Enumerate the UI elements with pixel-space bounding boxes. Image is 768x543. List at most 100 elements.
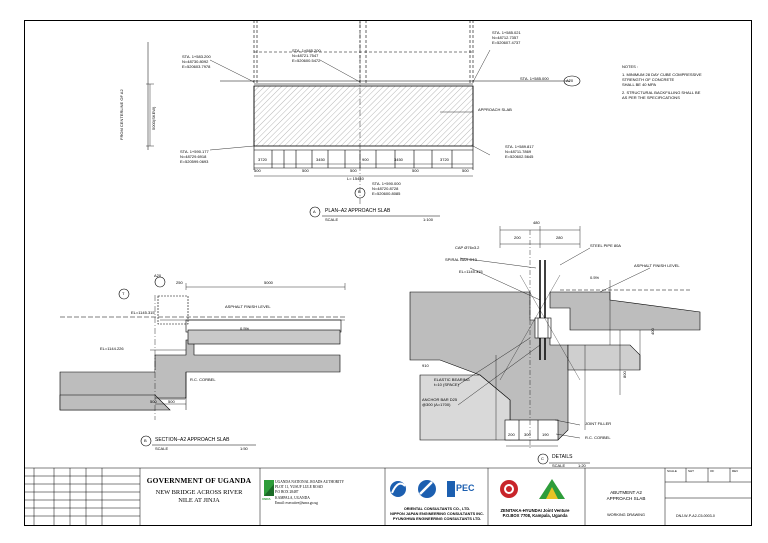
consultants-block: ORIENTAL CONSULTANTS CO., LTD. NIPPON JA… — [390, 507, 484, 521]
detail-pct: 0.5% — [590, 275, 600, 280]
plan-drawing — [146, 20, 581, 218]
pec-logo — [447, 481, 455, 497]
notes-heading: NOTES : — [622, 64, 639, 69]
plan-dim-lower: 500 — [302, 168, 309, 173]
rev-label: REV — [732, 469, 739, 473]
authority-block: UGANDA NATIONAL ROADS AUTHORITY PLOT 11,… — [275, 480, 345, 505]
plan-dim-lower: 500 — [462, 168, 469, 173]
pec-logo-text: PEC — [456, 483, 475, 493]
drawing-number: DNJ-W-P-A2-C5-0003-0 — [676, 514, 715, 518]
detail-dim-sub: 280 — [556, 235, 563, 240]
rev-label: SHT — [688, 469, 694, 473]
plan-approach-slab-label: APPROACH SLAB — [478, 107, 512, 112]
detail-cap: CAP Ø76x3.2 — [455, 245, 480, 250]
drawing-status: WORKING DRAWING — [607, 513, 645, 517]
detail-title-marker: C — [541, 456, 544, 461]
zenitaka-logo — [500, 480, 518, 498]
section-dim-bottom: 500 — [168, 399, 175, 404]
drawing-frame — [24, 20, 752, 526]
detail-dim-top: 480 — [533, 220, 540, 225]
detail-drawing — [409, 226, 701, 465]
detail-scale: SCALE — [552, 463, 566, 468]
detail-dim-right2: 800 — [622, 371, 627, 378]
plan-dim-upper: 3450 — [316, 157, 325, 162]
plan-title: PLAN–A2 APPROACH SLAB — [325, 208, 391, 214]
detail-dim-sub: 200 — [514, 235, 521, 240]
notes-item: STRENGTH OF CONCRETE — [622, 77, 675, 82]
contractor-block: ZENITAKA-HYUNDAI Joint Venture P.O.BOX 7… — [500, 508, 570, 519]
unra-logo-text: UNRA — [262, 497, 271, 501]
detail-dim-bottom: 190 — [542, 432, 549, 437]
plan-vertical-label: FROM CENTERLINE OF A2 — [119, 89, 124, 140]
section-slope: 0.5% — [240, 326, 250, 331]
notes-item: AS PER THE SPECIFICATIONS — [622, 95, 680, 100]
section-title-marker: B — [144, 438, 147, 443]
detail-steel-pipe: STEEL PIPE 80A — [590, 243, 621, 248]
title-block-grid — [24, 467, 752, 526]
plan-dim-upper: 3720 — [440, 157, 449, 162]
drawing-title: ABUTMENT A2 APPROACH SLAB — [606, 490, 646, 501]
detail-title: DETAILS — [552, 454, 573, 460]
plan-title-marker: A — [313, 209, 316, 214]
plan-b-marker: B — [358, 189, 361, 194]
detail-dim-bottom: 200 — [508, 432, 515, 437]
plan-dim-lower: 500 — [254, 168, 261, 173]
detail-dim-bottom: 300 — [524, 432, 531, 437]
notes-item: SHALL BE 40 MPA — [622, 82, 657, 87]
section-dim-bottom: 500 — [150, 399, 157, 404]
rev-label: SCALE — [667, 469, 677, 473]
notes-block: NOTES : 1. MINIMUM 28 DAY CUBE COMPRESSI… — [622, 64, 702, 100]
section-dim-left: 250 — [176, 280, 183, 285]
detail-anchor: ANCHOR BAR D25@300 (A=1700) — [422, 397, 458, 407]
detail-joint-filler: JOINT FILLER — [585, 421, 612, 426]
section-el-top: EL=1145.315 — [131, 310, 155, 315]
rev-label: OF — [710, 469, 715, 473]
plan-vertical-dim: 5000(SKEW) — [151, 106, 156, 130]
plan-dim-upper: 3720 — [258, 157, 267, 162]
project-name: NEW BRIDGE ACROSS RIVER NILE AT JINJA — [155, 489, 243, 504]
section-dim-top: 5000 — [264, 280, 273, 285]
section-asphalt-label: ASPHALT FINISH LEVEL — [225, 304, 271, 309]
section-title: SECTION–A2 APPROACH SLAB — [155, 437, 230, 443]
plan-dim-upper: 3450 — [394, 157, 403, 162]
section-rc-corbel: R.C. CORBEL — [190, 377, 216, 382]
section-scale-value: 1:50 — [240, 446, 248, 451]
plan-dim-lower: 500 — [412, 168, 419, 173]
detail-scale-value: 1:20 — [578, 463, 586, 468]
hyundai-logo — [539, 479, 565, 499]
plan-dim-lower: 500 — [350, 168, 357, 173]
detail-el-top: EL=1145.315 — [459, 269, 483, 274]
gov-title: GOVERNMENT OF UGANDA — [146, 476, 252, 485]
detail-dim-right: 400 — [650, 328, 655, 335]
detail-dim-left: 910 — [422, 363, 429, 368]
section-scale: SCALE — [155, 446, 169, 451]
section-drawing — [59, 276, 346, 447]
plan-scale: SCALE — [325, 217, 339, 222]
notes-item: 2. STRUCTURAL BACKFILLING SHALL BE — [622, 90, 701, 95]
section-t-mark: T — [122, 291, 125, 296]
plan-dim-upper: 900 — [362, 157, 369, 162]
unra-logo — [264, 480, 274, 496]
nippon-koei-logo — [418, 480, 436, 498]
plan-scale-value: 1:100 — [423, 217, 434, 222]
section-axis-mark: A20 — [154, 273, 162, 278]
section-el-bot: EL=1144.226 — [100, 346, 124, 351]
detail-asphalt: ASPHALT FINISH LEVEL — [634, 263, 680, 268]
plan-axis-mark: A20 — [566, 78, 574, 83]
detail-spiral: SPIRAL BAR D13 — [445, 257, 477, 262]
plan-sta-line: STA. 1+585.000 — [520, 76, 549, 81]
notes-item: 1. MINIMUM 28 DAY CUBE COMPRESSIVE — [622, 72, 702, 77]
detail-rc-corbel: R.C. CORBEL — [585, 435, 611, 440]
plan-total-length: L= 15440 — [347, 176, 364, 181]
client-block: GOVERNMENT OF UGANDA NEW BRIDGE ACROSS R… — [143, 476, 255, 505]
oriental-logo — [390, 481, 406, 497]
